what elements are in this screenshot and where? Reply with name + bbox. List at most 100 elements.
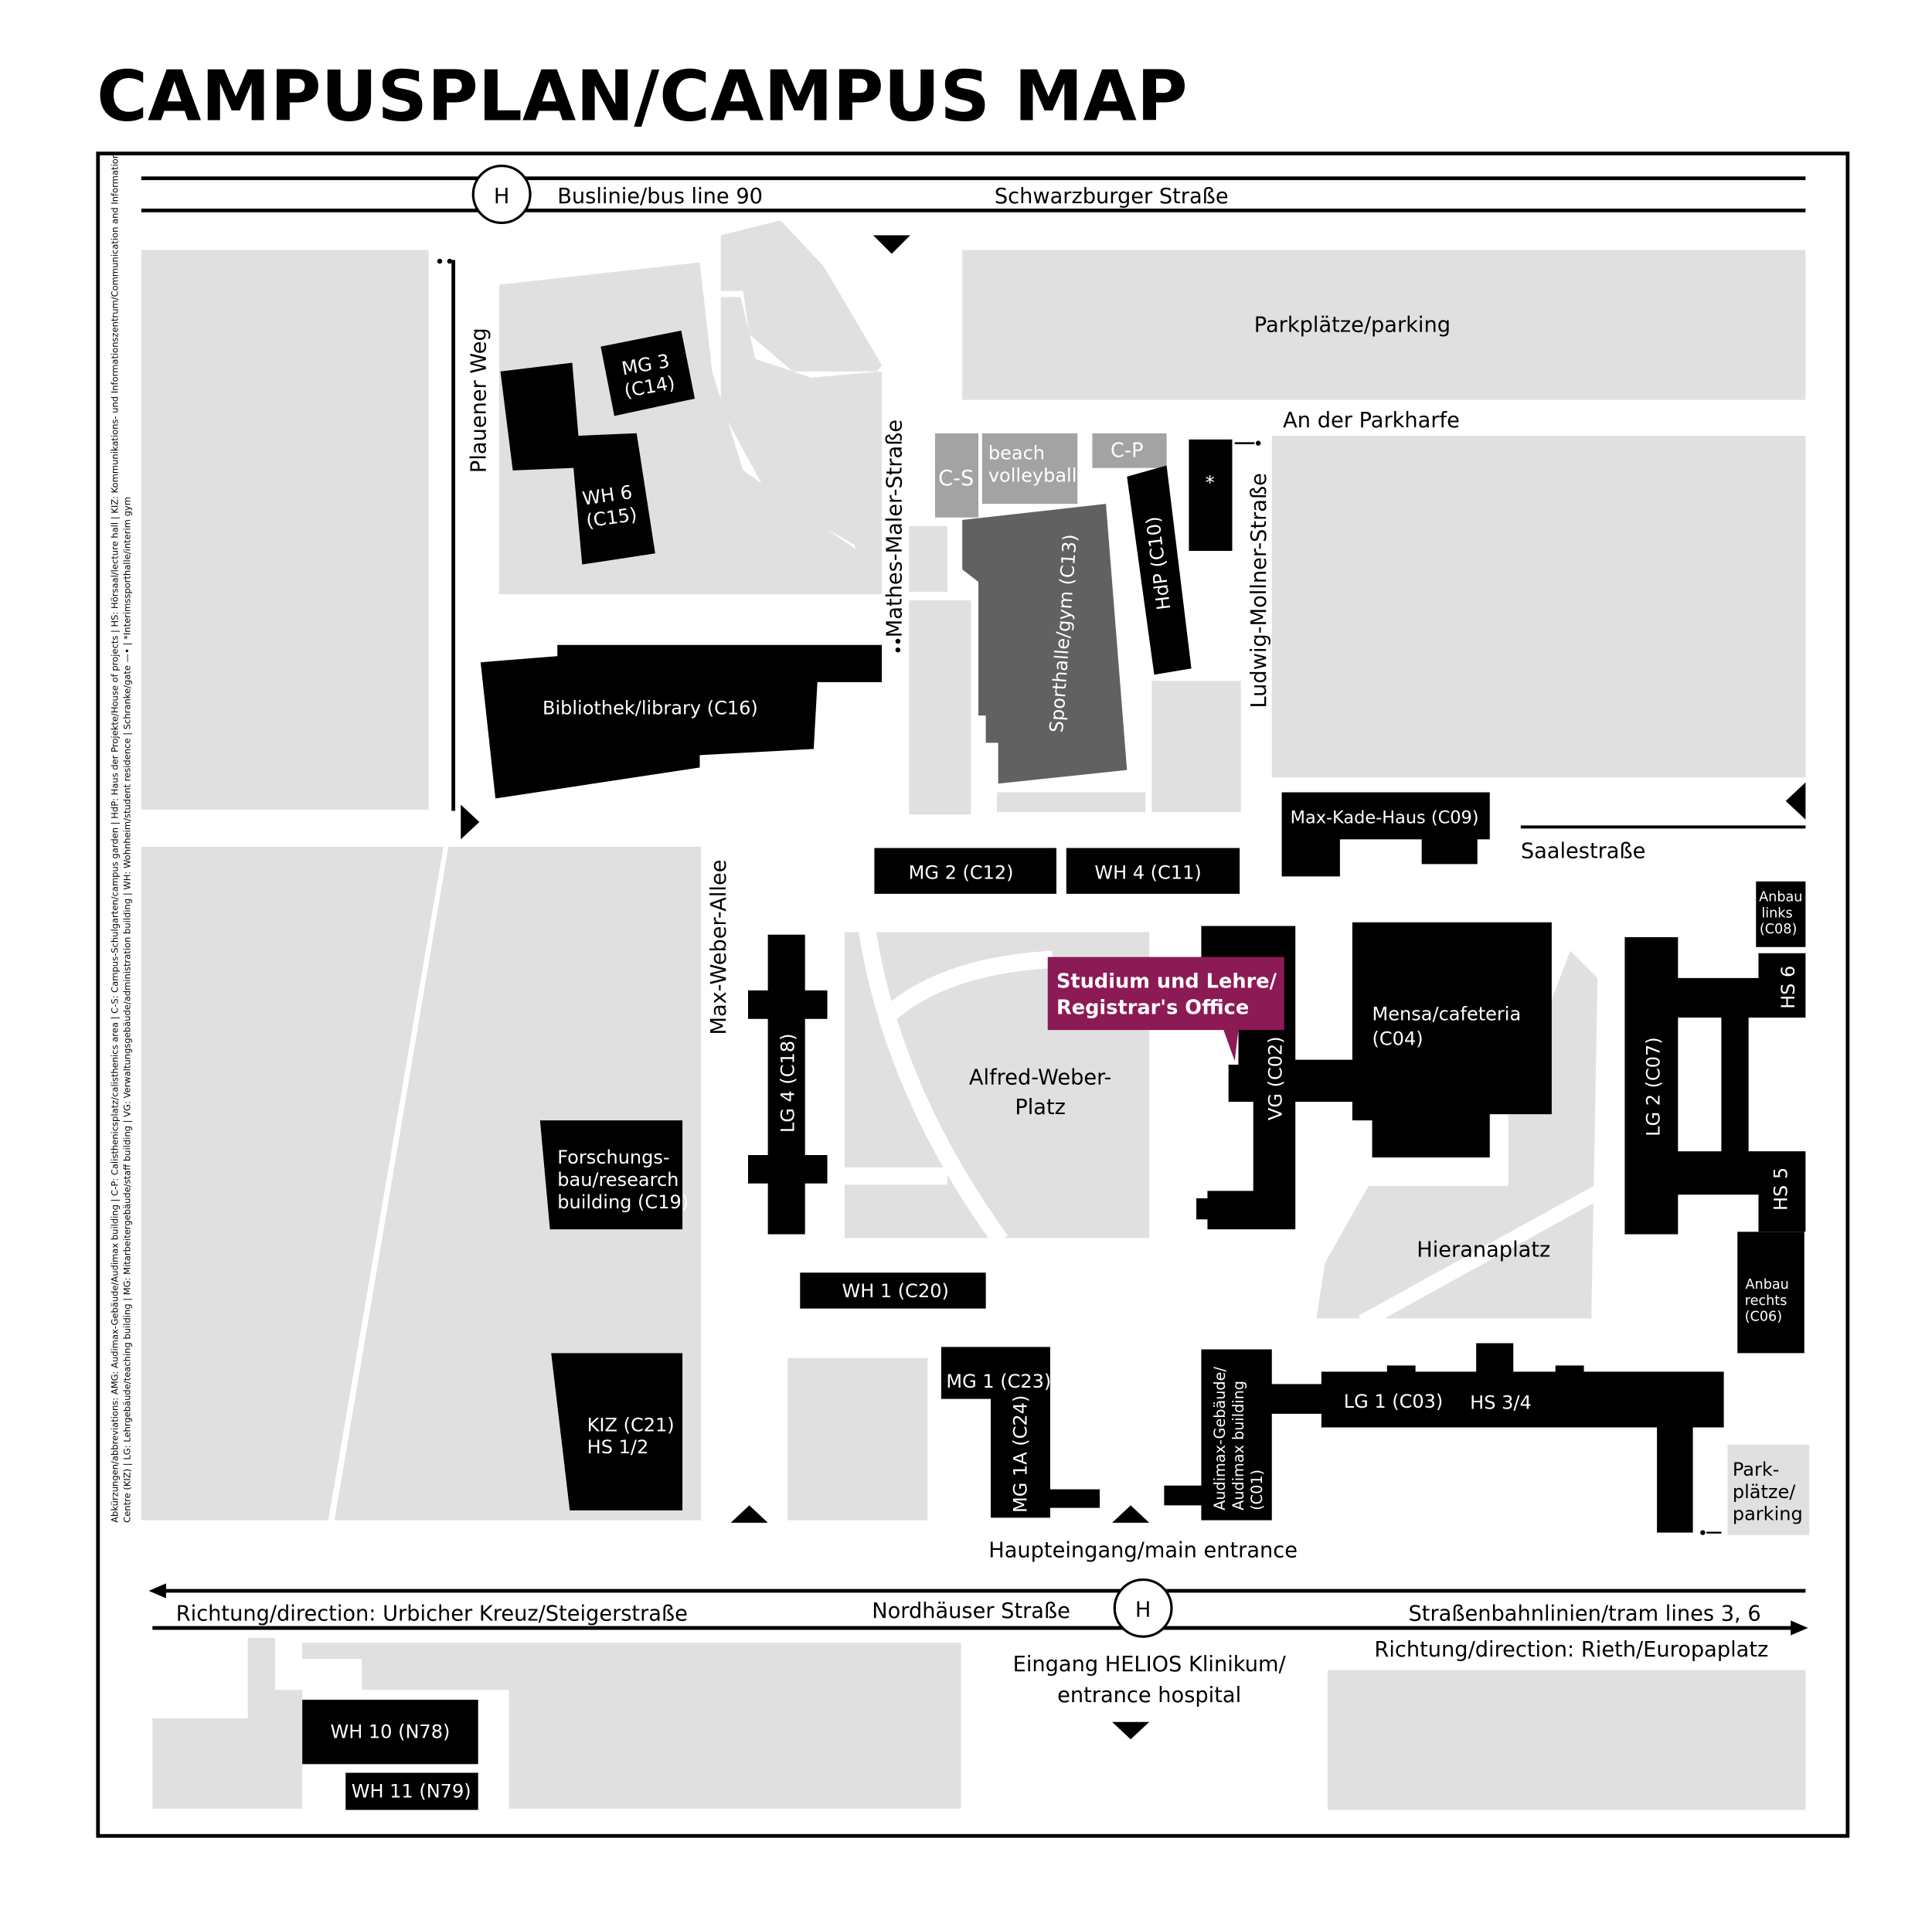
kiz-label: KIZ (C21) — [587, 1414, 675, 1436]
maxkade-label: Max-Kade-Haus (C09) — [1291, 808, 1479, 828]
gate-dot — [447, 258, 453, 264]
entrance-arrow-icon — [461, 804, 480, 840]
area-south-mid — [302, 1643, 961, 1809]
mensa-label: Mensa/cafeteria — [1372, 1003, 1522, 1024]
parking-north-label: Parkplätze/parking — [1254, 313, 1451, 337]
vg-label: VG (C02) — [1265, 1036, 1287, 1120]
mg1-label: MG 1 (C23) — [946, 1371, 1051, 1392]
parking-small-label-3: parking — [1733, 1504, 1803, 1525]
courtyard — [1678, 1018, 1722, 1152]
area-south-west — [152, 1637, 303, 1809]
building-anbau-links-c08[interactable] — [1756, 881, 1806, 947]
building-gym-c13[interactable] — [962, 504, 1128, 784]
street-ludwig: Ludwig-Mollner-Straße — [1247, 473, 1271, 708]
area-east — [1271, 436, 1806, 778]
building-vg-c02[interactable] — [1196, 926, 1362, 1230]
library-label: Bibliothek/library (C16) — [543, 698, 758, 719]
anbau-rechts-label-1: Anbau — [1746, 1277, 1789, 1293]
beach-volleyball[interactable] — [981, 433, 1078, 505]
direction-right-label: Richtung/direction: Rieth/Europaplatz — [1374, 1638, 1768, 1662]
lg4-label: LG 4 (C18) — [777, 1034, 798, 1133]
footpath — [879, 950, 1053, 1024]
lg1-label: LG 1 (C03) — [1344, 1391, 1444, 1412]
legend-line-2: Centre (KIZ) | LG: Lehrgebäude/teaching … — [121, 497, 133, 1523]
interim-label: * — [1206, 472, 1215, 494]
map-frame — [96, 151, 1850, 1838]
legend-line-1: Abkürzungen/abbreviations: AMG: Audimax-… — [109, 153, 121, 1523]
building-wh10-n78[interactable] — [302, 1699, 478, 1765]
building-maxkade-c09[interactable] — [1281, 792, 1490, 877]
building-kiz-c21[interactable] — [551, 1353, 683, 1510]
area-south — [334, 846, 702, 1521]
arrow-right-icon — [1791, 1620, 1808, 1636]
campus-garden-cs[interactable] — [934, 433, 979, 518]
helios-label-1: Eingang HELIOS Klinikum/ — [1013, 1653, 1287, 1677]
building-anbau-rechts-c06[interactable] — [1737, 1232, 1804, 1354]
main-entrance-arrow-icon — [1112, 1505, 1150, 1523]
beach-label: beach — [988, 442, 1045, 464]
building-mensa-c04[interactable] — [1352, 922, 1552, 1158]
interim-gym[interactable] — [1189, 439, 1233, 552]
entrance-arrow-icon — [872, 235, 910, 254]
building-mg3-c14[interactable] — [600, 330, 696, 416]
anbau-links-label-3: (C08) — [1760, 922, 1797, 937]
area-garden-north — [720, 220, 883, 372]
area-small — [909, 525, 947, 592]
tram-stop-icon[interactable] — [1113, 1578, 1173, 1638]
building-wh11-n79[interactable] — [345, 1772, 478, 1810]
calisthenics-cp[interactable] — [1092, 433, 1167, 468]
hospital-entrance-arrow-icon — [1112, 1721, 1150, 1740]
wh11-label: WH 11 (N79) — [352, 1781, 471, 1803]
building-wh1-c20[interactable] — [800, 1273, 986, 1309]
wh1-label: WH 1 (C20) — [842, 1280, 948, 1302]
hierana-label: Hieranaplatz — [1417, 1238, 1550, 1262]
building-lg4-c18[interactable] — [747, 934, 828, 1235]
street-parkharfe: An der Parkharfe — [1283, 409, 1460, 433]
area-small-3 — [1151, 681, 1241, 813]
anbau-links-label-1: Anbau — [1759, 889, 1802, 905]
alfred-label-1: Alfred-Weber- — [969, 1066, 1111, 1090]
lg2-label: LG 2 (C07) — [1642, 1037, 1664, 1137]
building-library-c16[interactable] — [480, 644, 883, 799]
area-small-2 — [909, 600, 971, 815]
tram-stop-label: H — [1135, 1599, 1151, 1622]
cp-label: C-P — [1111, 439, 1144, 462]
building-wh4-c11[interactable] — [1066, 848, 1240, 894]
entrance-arrow-icon — [1785, 782, 1806, 820]
helios-label-2: entrance hospital — [1057, 1684, 1241, 1707]
main-entrance-label: Haupteingang/main entrance — [988, 1539, 1298, 1563]
wh10-label: WH 10 (N78) — [330, 1721, 450, 1743]
building-research-c19[interactable] — [539, 1120, 683, 1230]
gate-dot — [895, 647, 901, 653]
gate-dot — [895, 638, 901, 644]
mg2-label: MG 2 (C12) — [909, 862, 1014, 884]
entrance-arrow-icon — [730, 1505, 768, 1523]
area-west — [141, 250, 429, 810]
bus-line-label: Buslinie/bus line 90 — [557, 185, 763, 209]
building-audimax-lg1[interactable] — [1164, 1343, 1724, 1533]
building-mg1-c23[interactable] — [940, 1347, 1100, 1518]
parking-north — [962, 250, 1806, 400]
audimax-label-1: Audimax-Gebäude/ — [1211, 1367, 1229, 1510]
building-wh6-c15[interactable] — [500, 362, 655, 565]
research-label-3: building (C19) — [557, 1191, 689, 1213]
building-mg2-c12[interactable] — [874, 848, 1056, 894]
bus-stop-icon[interactable] — [471, 165, 532, 225]
wh4-label: WH 4 (C11) — [1094, 862, 1201, 884]
registrar-label-2: Registrar's Office — [1056, 996, 1249, 1019]
street-mathes: Mathes-Maler-Straße — [883, 420, 907, 637]
footpath — [1359, 1184, 1604, 1329]
research-label-2: bau/research — [557, 1169, 679, 1191]
street-plauener: Plauener Weg — [467, 328, 491, 473]
registrar-office-callout[interactable] — [1047, 957, 1284, 1062]
gate-dot — [1255, 440, 1261, 446]
parking-small — [1727, 1444, 1810, 1535]
research-label-1: Forschungs- — [557, 1147, 669, 1168]
page-title: CAMPUSPLAN/CAMPUS MAP — [97, 56, 1187, 137]
building-hdp-c10[interactable] — [1127, 465, 1192, 675]
hs6-label: HS 6 — [1777, 966, 1799, 1009]
gate-dot — [1700, 1530, 1706, 1535]
footpath — [858, 927, 1008, 1246]
anbau-rechts-label-2: rechts — [1745, 1293, 1787, 1309]
